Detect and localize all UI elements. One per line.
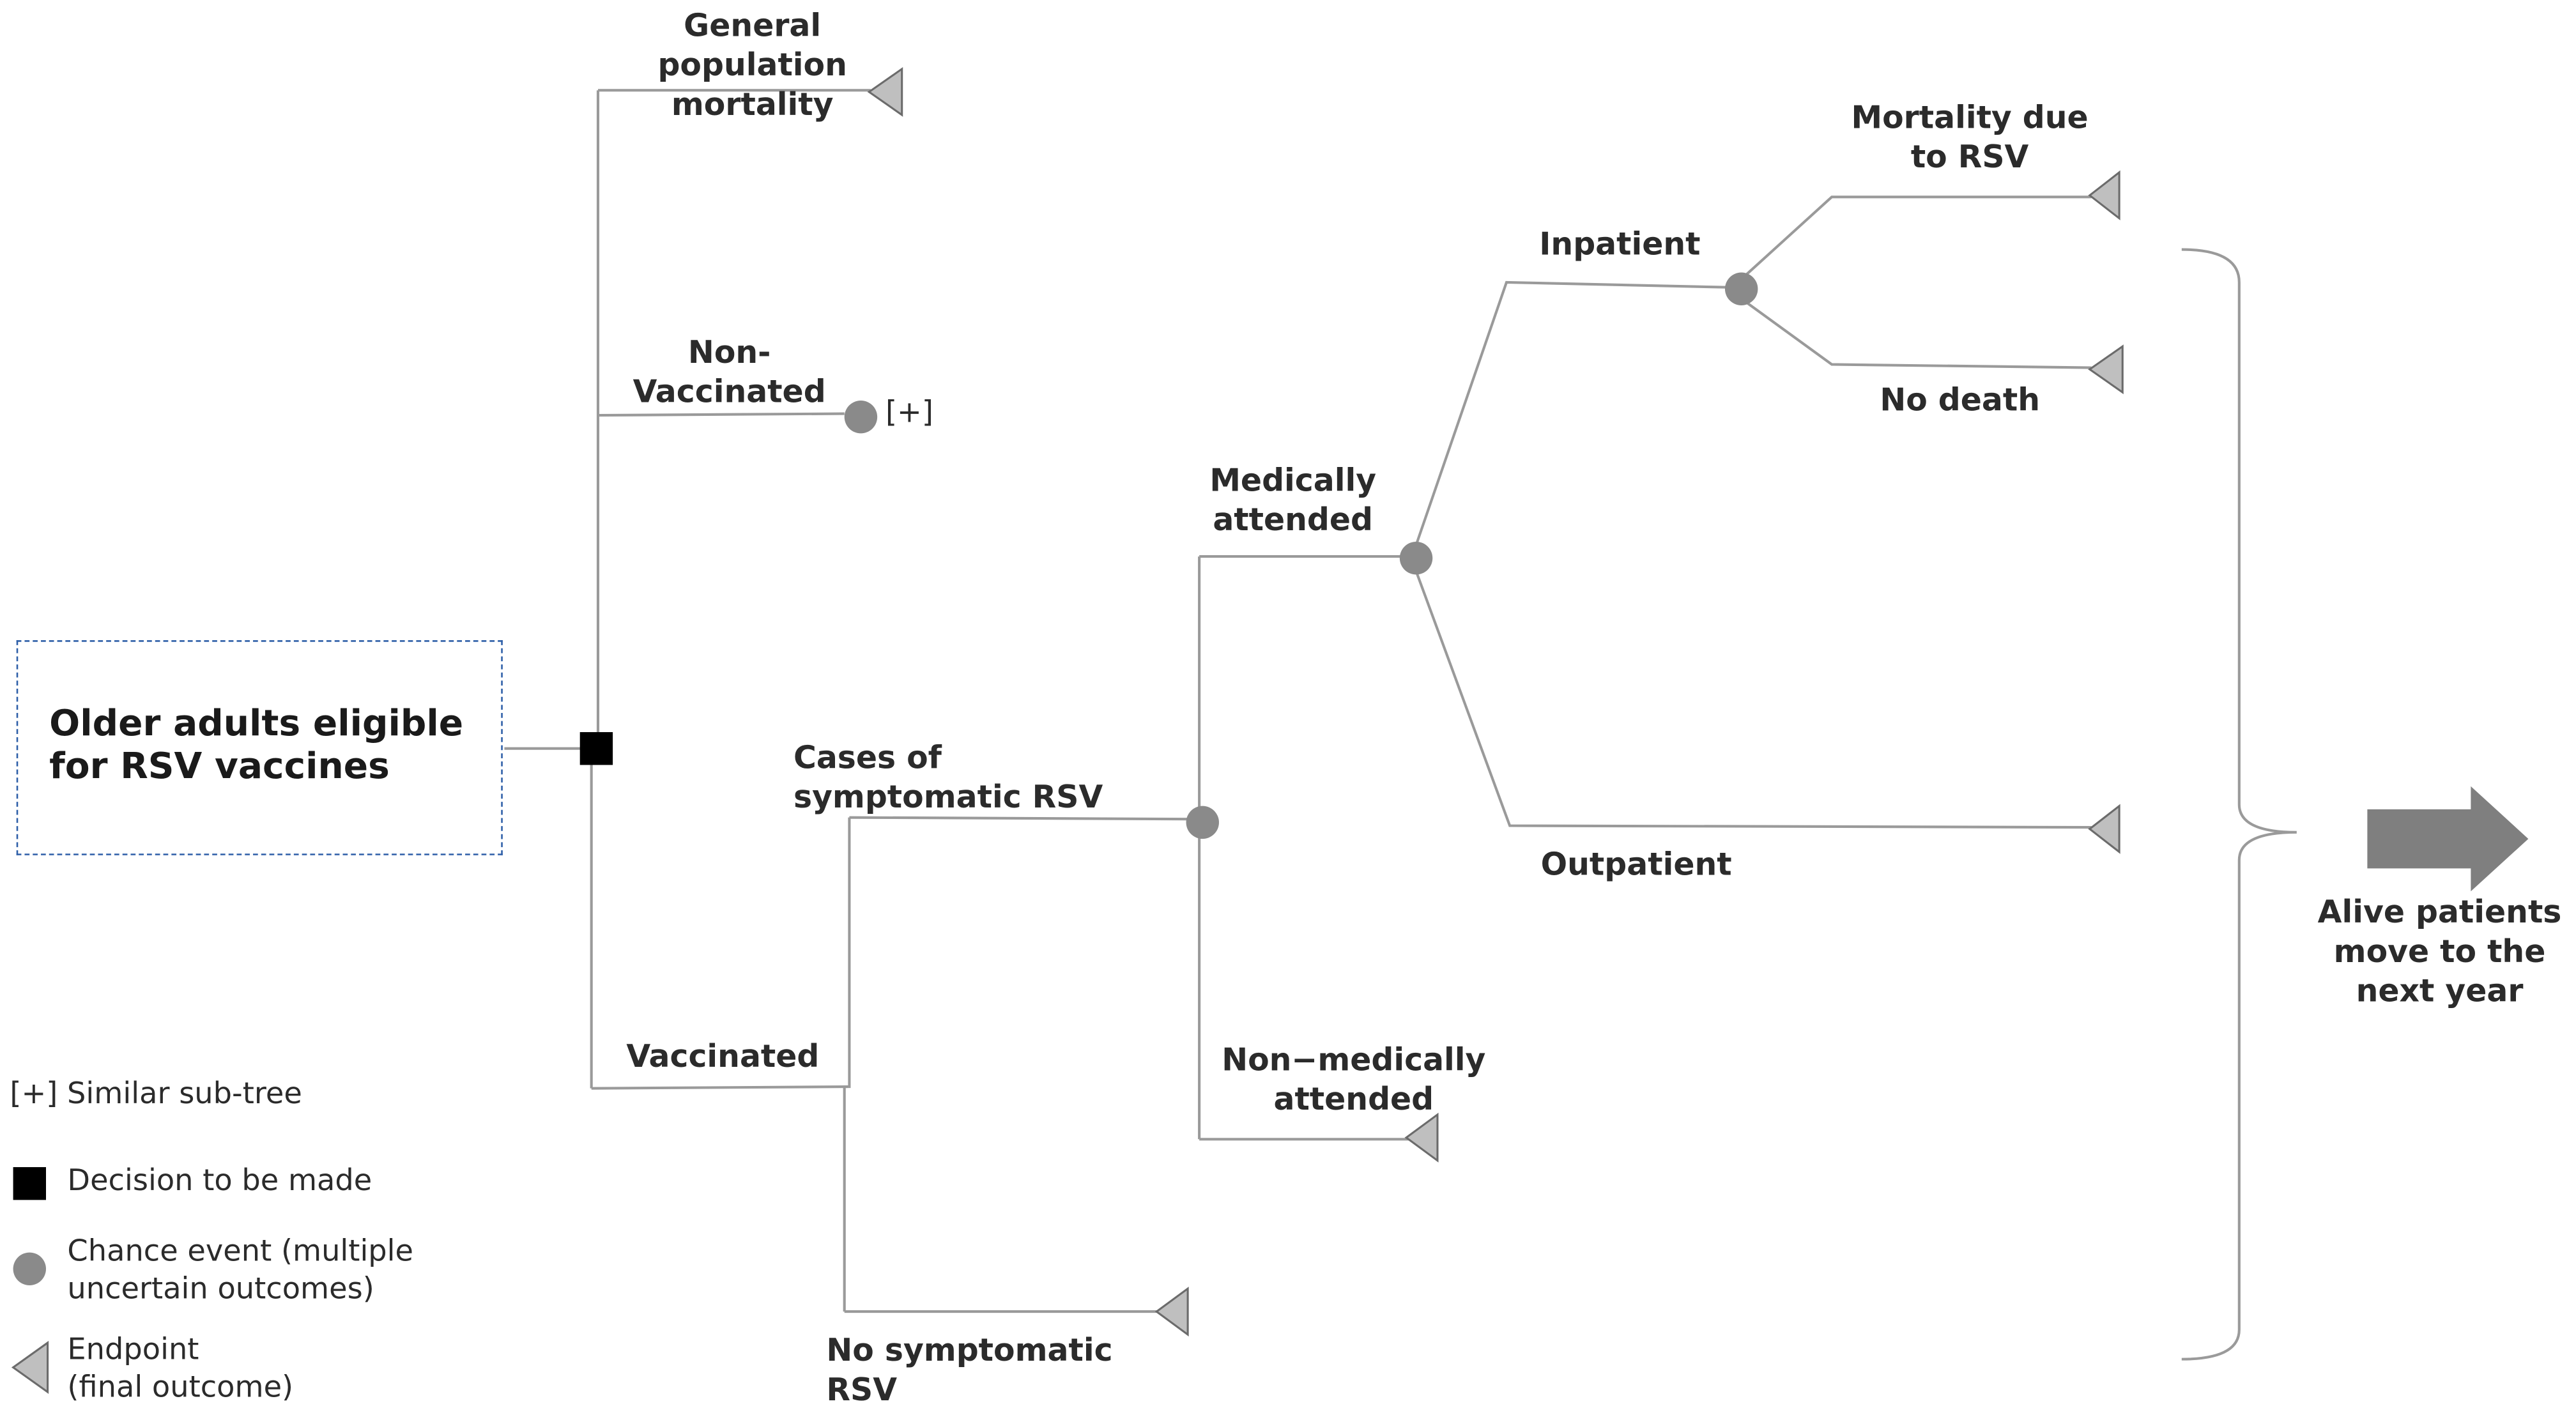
label-outpatient: Outpatient xyxy=(1540,846,1732,883)
outcome-brace xyxy=(2181,248,2297,1361)
outpatient-line xyxy=(1414,570,2092,829)
chance-node-symptomatic-rsv xyxy=(1186,806,1219,839)
label-vaccinated: Vaccinated xyxy=(626,1039,820,1076)
inpatient-line xyxy=(1414,280,1727,546)
label-no-death: No death xyxy=(1880,382,2041,419)
endpoint-mortality-due-to-rsv xyxy=(2088,170,2120,220)
label-no-symptomatic-rsv: No symptomatic RSV xyxy=(826,1333,1113,1409)
label-mortality-due-to-rsv: Mortality due to RSV xyxy=(1851,100,2089,176)
legend-chance-label: Chance event (multiple uncertain outcome… xyxy=(67,1234,414,1307)
legend-decision-icon xyxy=(13,1166,46,1200)
non-vaccinated-line xyxy=(597,412,845,417)
label-medically-attended: Medically attended xyxy=(1209,463,1377,539)
root-node-label: Older adults eligible for RSV vaccines xyxy=(49,704,464,788)
no-death-line xyxy=(1740,298,2092,369)
label-general-population-mortality: General population mortality xyxy=(657,8,847,123)
chance-node-non-vaccinated xyxy=(844,400,878,434)
legend-endpoint-icon xyxy=(11,1340,49,1395)
label-non-vaccinated: Non- Vaccinated xyxy=(632,335,826,411)
subtree-marker: [+] xyxy=(885,395,933,431)
endpoint-no-death xyxy=(2088,344,2124,395)
endpoint-no-symptomatic-rsv xyxy=(1154,1287,1189,1337)
vaccinated-sub-trunk xyxy=(843,817,851,1312)
label-non-medically-attended: Non−medically attended xyxy=(1222,1042,1486,1118)
label-inpatient: Inpatient xyxy=(1539,226,1701,263)
symptomatic-rsv-line xyxy=(849,816,1188,821)
outcome-arrow-icon xyxy=(2367,786,2529,892)
legend-endpoint-label: Endpoint (final outcome) xyxy=(67,1333,294,1405)
legend-similar-subtree: [+] Similar sub-tree xyxy=(10,1076,302,1112)
root-node-box xyxy=(16,640,503,855)
endpoint-outpatient xyxy=(2088,804,2120,854)
label-cases-of-symptomatic-rsv: Cases of symptomatic RSV xyxy=(793,740,1103,816)
legend-chance-icon xyxy=(13,1252,46,1285)
mortality-due-to-rsv-line xyxy=(1740,195,2092,280)
chance-node-medically-attended xyxy=(1399,541,1433,575)
endpoint-non-medically-attended xyxy=(1404,1112,1439,1163)
decision-node xyxy=(579,732,613,765)
endpoint-general-population-mortality xyxy=(867,66,903,117)
label-alive-patients-next-year: Alive patients move to the next year xyxy=(2317,894,2562,1010)
legend-decision-label: Decision to be made xyxy=(67,1163,372,1198)
decision-trunk-line xyxy=(590,90,600,1089)
chance-node-inpatient xyxy=(1724,272,1758,305)
vaccinated-line xyxy=(591,1085,848,1090)
